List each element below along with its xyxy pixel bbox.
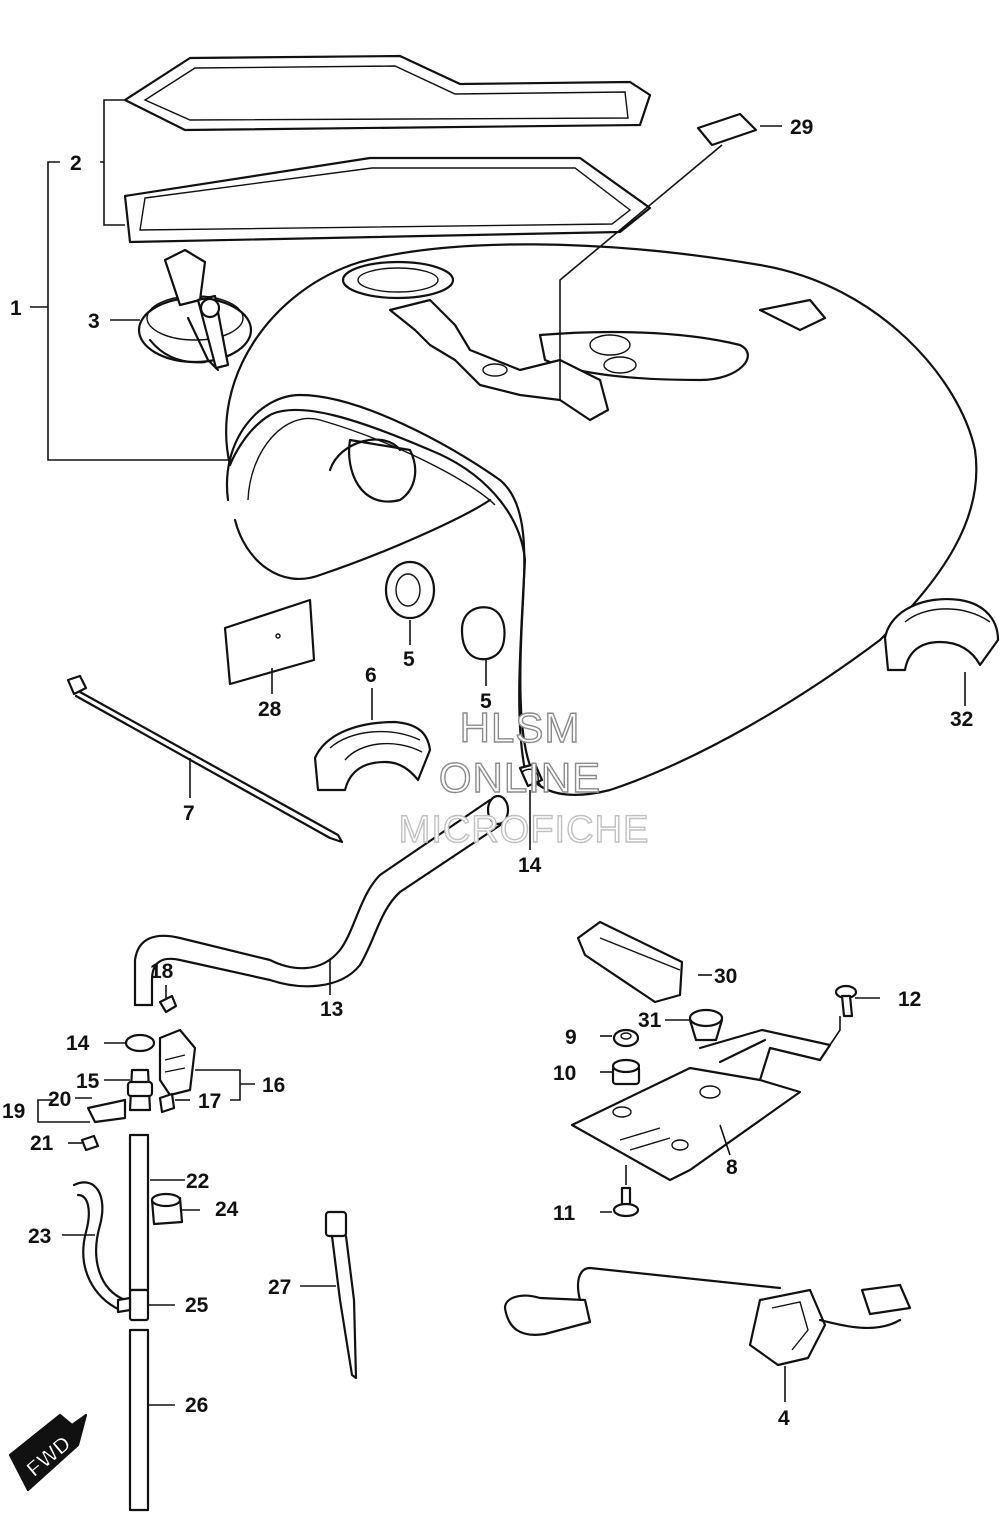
callout-7: 7 <box>183 802 195 825</box>
callout-11: 11 <box>553 1202 576 1225</box>
bracket-8 <box>570 1028 832 1182</box>
callout-21: 21 <box>30 1132 54 1155</box>
callout-13: 13 <box>320 998 343 1021</box>
cushion-6 <box>313 720 432 792</box>
watermark-line1: HLSM <box>460 704 581 751</box>
callout-labels: 1 2 3 4 5 5 6 7 8 9 10 11 12 13 14 14 15… <box>2 116 973 1430</box>
forward-direction-badge: FWD <box>8 1413 88 1492</box>
callout-5b: 5 <box>480 690 492 713</box>
watermark: HLSM ONLINE MICROFICHE <box>398 703 650 851</box>
watermark-line3: MICROFICHE <box>399 809 650 851</box>
callout-3: 3 <box>88 310 100 333</box>
callout-23: 23 <box>28 1225 51 1248</box>
info-label-28 <box>223 598 316 686</box>
callout-1: 1 <box>10 297 22 320</box>
fuel-cap-assembly <box>137 248 253 372</box>
tank-emblem-lower <box>123 156 652 244</box>
callout-27: 27 <box>268 1276 291 1299</box>
washer-9 <box>612 1028 640 1048</box>
fuel-tank <box>225 243 978 796</box>
spacer-24 <box>150 1192 184 1226</box>
caution-label-29 <box>696 112 758 147</box>
callout-12: 12 <box>898 988 921 1011</box>
callout-25: 25 <box>185 1294 209 1317</box>
callout-8: 8 <box>726 1156 738 1179</box>
breather-hose-13 <box>133 794 510 1007</box>
callout-4: 4 <box>778 1407 790 1430</box>
cushion-5b <box>460 606 506 661</box>
hose-bracket-assembly <box>80 994 197 1152</box>
callout-10: 10 <box>553 1062 576 1085</box>
hose-26 <box>128 1328 150 1512</box>
watermark-line2: ONLINE <box>439 754 601 801</box>
callout-2: 2 <box>70 152 82 175</box>
leader-lines <box>30 99 966 1406</box>
cushion-10 <box>611 1058 641 1086</box>
callout-15: 15 <box>76 1070 100 1093</box>
callout-17: 17 <box>198 1090 221 1113</box>
clamp-14-upper <box>518 762 544 788</box>
cable-tie-27 <box>324 1210 358 1380</box>
callout-9: 9 <box>565 1026 577 1049</box>
callout-28: 28 <box>258 698 282 721</box>
hose-23 <box>72 1181 127 1312</box>
fuel-level-gauge-4 <box>503 1266 912 1367</box>
callout-24: 24 <box>215 1198 239 1221</box>
hose-22 <box>128 1133 150 1292</box>
callout-22: 22 <box>186 1170 209 1193</box>
cushion-5a <box>384 560 436 620</box>
cushion-32 <box>883 598 1000 672</box>
tank-emblem-upper <box>123 54 652 132</box>
callout-32: 32 <box>950 708 973 731</box>
callout-29: 29 <box>790 116 813 139</box>
bolt-11 <box>612 1186 640 1218</box>
cable-tie-7 <box>66 674 344 844</box>
callout-26: 26 <box>185 1394 208 1417</box>
callout-30: 30 <box>714 965 737 988</box>
bolt-12 <box>834 984 858 1018</box>
callout-5a: 5 <box>403 648 415 671</box>
callout-14-lower: 14 <box>66 1032 90 1055</box>
callout-16: 16 <box>262 1074 285 1097</box>
callout-31: 31 <box>638 1009 662 1032</box>
joint-25 <box>116 1288 150 1322</box>
callout-14-upper: 14 <box>518 854 542 877</box>
damper-31 <box>688 1008 724 1042</box>
callout-19: 19 <box>2 1100 25 1123</box>
callout-6: 6 <box>365 664 377 687</box>
callout-20: 20 <box>48 1088 71 1111</box>
damper-30 <box>576 920 684 1004</box>
callout-18: 18 <box>150 960 174 983</box>
